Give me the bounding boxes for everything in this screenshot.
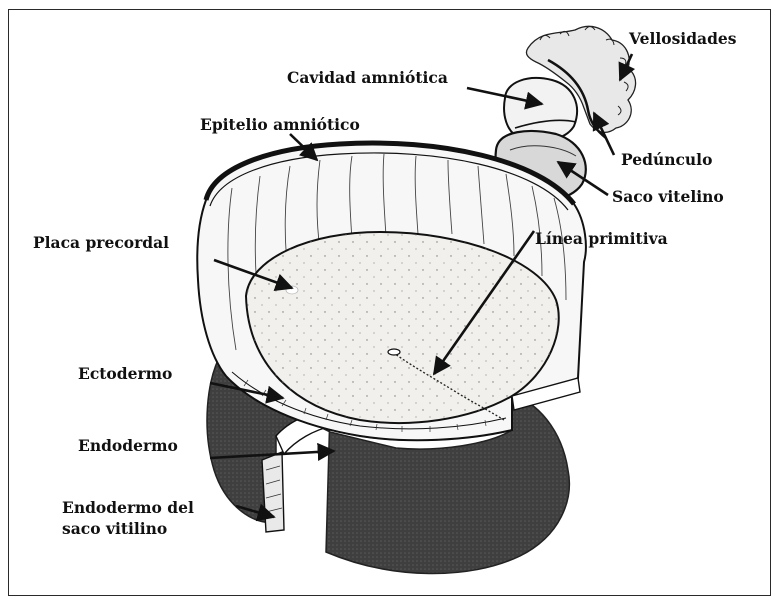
label-endodermo-saco-line1: Endodermo del bbox=[62, 498, 194, 517]
label-placa-precordal: Placa precordal bbox=[33, 233, 169, 252]
label-endodermo: Endodermo bbox=[78, 436, 178, 455]
label-linea-primitiva: Línea primitiva bbox=[535, 229, 668, 248]
label-endodermo-saco-line2: saco vitilino bbox=[62, 519, 167, 538]
label-epitelio-amniotico: Epitelio amniótico bbox=[200, 115, 360, 134]
label-ectodermo: Ectodermo bbox=[78, 364, 172, 383]
label-pedunculo: Pedúnculo bbox=[621, 150, 712, 169]
label-saco-vitelino: Saco vitelino bbox=[612, 187, 724, 206]
label-vellosidades: Vellosidades bbox=[629, 29, 737, 48]
label-cavidad-amniotica: Cavidad amniótica bbox=[287, 68, 448, 87]
